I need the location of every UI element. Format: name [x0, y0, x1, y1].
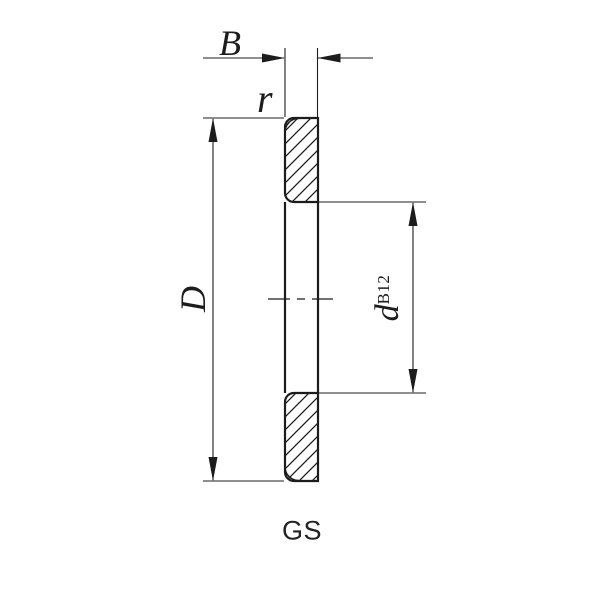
bore-diameter-dimension [318, 201, 426, 394]
bottom-section-hatch [283, 391, 320, 483]
d-outer-arrowhead-top [208, 118, 218, 142]
fillet-radius-label: r [257, 76, 273, 121]
outer-diameter-label: D [173, 286, 213, 312]
fillet-arc-top [284, 117, 300, 133]
d-bore-arrowhead-bottom [408, 369, 418, 393]
fillet-arc-bottom [284, 466, 300, 482]
bore-diameter-label: dB12 [369, 274, 406, 322]
bore-diameter-letter: d [369, 304, 406, 322]
width-dimension-label: B [219, 23, 241, 63]
b-dimension [203, 48, 373, 117]
b-arrowhead-right [317, 53, 341, 63]
top-section-hatch [283, 116, 320, 204]
d-outer-arrowhead-bottom [208, 457, 218, 481]
part-designation-label: GS [281, 515, 323, 546]
b-arrowhead-left [262, 53, 285, 63]
washer-cross-section [283, 116, 320, 483]
bore-tolerance-superscript: B12 [374, 274, 393, 305]
d-bore-arrowhead-top [408, 202, 418, 226]
outer-diameter-dimension [203, 117, 284, 482]
